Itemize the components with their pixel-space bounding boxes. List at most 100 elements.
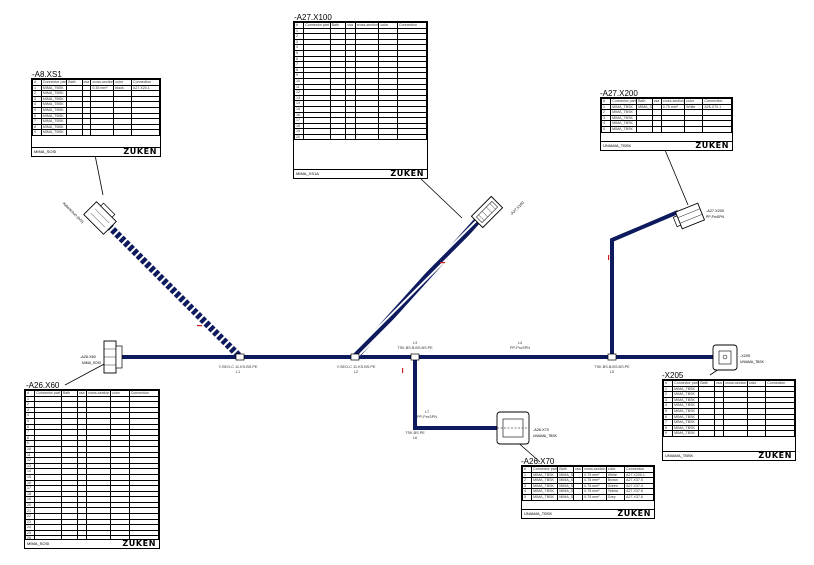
table-cell	[131, 112, 160, 120]
table-cell	[303, 111, 331, 119]
table-cell: A27.X20.1	[131, 84, 160, 92]
table-cell	[684, 109, 704, 116]
connector-a26x70-body[interactable]	[496, 411, 530, 445]
pin-table-header: Connection	[624, 466, 654, 473]
table-cell: 2	[522, 477, 533, 484]
table-cell: 11	[25, 451, 36, 459]
table-row: 6	[25, 423, 159, 431]
table-cell: 2	[663, 391, 674, 398]
table-cell	[128, 496, 159, 503]
table-cell: A27.X37.6	[624, 488, 654, 495]
table-cell	[396, 105, 427, 113]
zuken-logo: ZUKEN	[390, 169, 424, 178]
table-cell	[76, 462, 88, 470]
table-cell	[303, 133, 331, 141]
connector-a26x60-body[interactable]	[103, 340, 123, 374]
table-cell	[378, 89, 398, 96]
connector-a27x100-body[interactable]	[470, 195, 504, 229]
pin-table-header: cross-section	[723, 380, 748, 387]
table-cell	[128, 468, 159, 475]
connector-a8xs1-body[interactable]	[83, 199, 119, 235]
table-cell	[702, 120, 732, 127]
table-cell: 9	[663, 430, 674, 437]
pin-table-header: cross-section	[660, 98, 686, 105]
table-row: 17	[294, 117, 427, 124]
table-cell	[660, 126, 686, 133]
table-cell: 16	[294, 111, 305, 119]
pin-table-header: color	[684, 98, 704, 105]
title-block-ref: MIMA_SOSI	[34, 149, 57, 154]
table-cell	[128, 440, 159, 447]
table-cell: 0.35 mm²	[90, 84, 115, 92]
table-cell: 16	[25, 479, 36, 487]
table-cell	[90, 129, 115, 136]
table-cell: MIMA_TBSK	[40, 129, 68, 136]
bundles	[105, 210, 713, 430]
table-cell	[128, 473, 159, 481]
bundle-diag-right	[352, 217, 481, 360]
table-cell	[714, 419, 725, 426]
table-cell: 1	[25, 395, 36, 403]
side-label-a27x200: -A27.X200	[706, 209, 724, 213]
table-cell: 7	[663, 419, 674, 426]
table-row: 4	[294, 44, 427, 51]
pin-table-header: #	[25, 390, 36, 397]
table-row: 13	[294, 94, 427, 102]
table-cell: MIMA_TBSK	[40, 84, 68, 92]
side-sub-a27x200: PP-ProSPN	[706, 215, 724, 219]
segment-labels: Y-SEG-C 11.KS.BS.PE L1 Y-SEG-C 11.KS.BS.…	[219, 341, 631, 440]
table-cell: Grey	[605, 494, 626, 501]
table-cell: MIMA_TBSK	[672, 413, 700, 421]
table-cell	[131, 118, 160, 125]
table-cell	[86, 445, 112, 453]
title-block-ref: UNIAMA_TBSK	[524, 511, 553, 516]
table-cell: 2	[25, 401, 36, 408]
seg-branch-x70-name: TSK.BS.PE	[405, 431, 425, 435]
connector-x205-body[interactable]	[712, 344, 738, 371]
table-cell: 5	[522, 494, 533, 501]
splice-2	[350, 353, 360, 361]
table-cell	[86, 434, 112, 442]
table-cell	[329, 133, 347, 141]
table-cell: 5	[601, 126, 612, 133]
table-cell	[573, 482, 584, 490]
side-label-a26x70: -A26.X70	[533, 428, 549, 432]
table-cell	[128, 423, 159, 431]
seg-l3-id: L3	[413, 341, 417, 345]
zuken-logo: ZUKEN	[617, 509, 651, 518]
table-row: 19	[294, 128, 427, 135]
table-cell	[378, 100, 398, 107]
table-cell	[396, 117, 427, 124]
table-cell	[345, 83, 356, 91]
table-cell	[86, 412, 112, 419]
connector-a27x200-body[interactable]	[672, 202, 706, 230]
table-cell: MIMA_SQ	[636, 103, 653, 111]
seg-branch-x70-id: L6	[413, 436, 417, 440]
table-cell	[765, 424, 795, 432]
table-cell	[714, 396, 725, 404]
table-cell	[378, 72, 398, 79]
pin-table-header: Connection	[702, 98, 732, 105]
table-cell: 12	[25, 457, 36, 464]
table-cell	[131, 107, 160, 114]
table-cell	[746, 413, 767, 421]
table-row: 14	[25, 468, 159, 475]
table-cell	[303, 61, 331, 68]
table-cell: 17	[25, 485, 36, 492]
table-cell: 20	[25, 501, 36, 509]
table-cell	[128, 434, 159, 442]
table-cell: MIMA_TBSK	[672, 408, 700, 415]
table-cell	[396, 72, 427, 79]
table-cell	[128, 451, 159, 459]
